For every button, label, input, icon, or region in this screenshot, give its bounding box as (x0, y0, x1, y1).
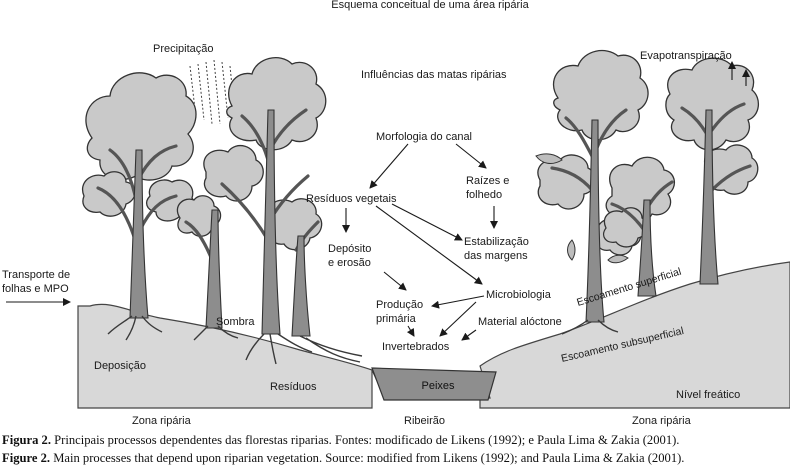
caption-pt-text: Principais processos dependentes das flo… (51, 433, 679, 447)
left-tree-large (81, 72, 197, 341)
falling-leaf-3 (607, 254, 629, 264)
label-estabilizacao-line2: das margens (464, 250, 528, 262)
label-material-aloctone: Material alóctone (478, 316, 562, 328)
label-residuos-vegetais: Resíduos vegetais (306, 193, 397, 205)
label-microbiologia: Microbiologia (486, 289, 552, 301)
label-deposito-line2: e erosão (328, 257, 371, 269)
label-peixes: Peixes (421, 380, 455, 392)
caption-english: Figure 2. Main processes that depend upo… (2, 451, 684, 465)
ground-right-bank (479, 261, 790, 409)
label-evapotranspiracao: Evapotranspiração (640, 50, 732, 62)
label-nivel-freatico: Nível freático (676, 389, 740, 401)
caption-en-text: Main processes that depend upon riparian… (50, 451, 684, 465)
right-tree-right (665, 57, 759, 285)
label-raizes-line1: Raízes e (466, 175, 509, 187)
left-tree-center (176, 57, 363, 365)
arrow-residuos-microbiologia (375, 205, 483, 285)
label-morfologia: Morfologia do canal (376, 131, 472, 143)
label-producao-line1: Produção (376, 299, 423, 311)
caption-portuguese: Figura 2. Principais processos dependent… (2, 433, 679, 447)
label-ribeirao: Ribeirão (404, 415, 445, 427)
label-transporte-line1: Transporte de (2, 269, 70, 281)
label-sombra: Sombra (216, 316, 255, 328)
label-deposicao: Deposição (94, 360, 146, 372)
arrow-residuos-estabilizacao (391, 203, 463, 241)
falling-leaf-2 (567, 239, 576, 261)
label-invertebrados: Invertebrados (382, 341, 450, 353)
ground-left-bank (77, 303, 373, 409)
arrow-producao-invertebrados (406, 325, 415, 337)
right-tree-left (537, 49, 649, 335)
arrow-micro-producao (431, 295, 485, 309)
label-raizes-line2: folhedo (466, 189, 502, 201)
diagram-title: Esquema conceitual de uma área ripária (331, 0, 529, 11)
label-influencias: Influências das matas ripárias (361, 69, 507, 81)
label-residuos: Resíduos (270, 381, 317, 393)
label-transporte-line2: folhas e MPO (2, 283, 69, 295)
fish-box (371, 367, 497, 401)
arrow-deposito-producao (383, 271, 407, 291)
label-zona-riparia-right: Zona ripária (632, 415, 692, 427)
label-estabilizacao-line1: Estabilização (464, 236, 529, 248)
caption-pt-label: Figura 2. (2, 433, 51, 447)
label-deposito-line1: Depósito (328, 243, 371, 255)
caption-en-label: Figure 2. (2, 451, 50, 465)
arrow-micro-invertebrados (439, 301, 477, 337)
right-tree-center (602, 156, 675, 297)
arrow-aloctone-invertebrados (461, 329, 477, 341)
falling-leaf-1 (535, 153, 563, 164)
label-precipitacao: Precipitação (153, 43, 214, 55)
arrow-morfologia-raizes (455, 143, 487, 169)
label-zona-riparia-left: Zona ripária (132, 415, 192, 427)
arrow-morfologia-residuos (369, 143, 409, 189)
label-producao-line2: primária (376, 313, 417, 325)
